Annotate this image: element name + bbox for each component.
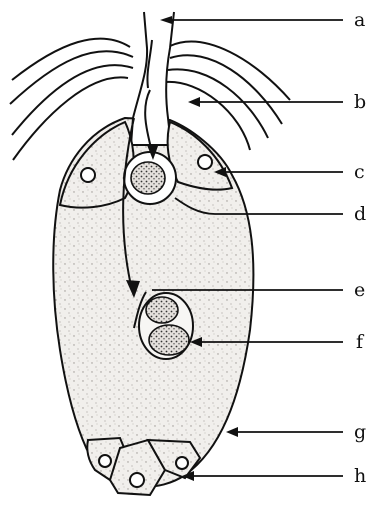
- secondary-nucleus: [139, 293, 193, 359]
- pollen-tube: [131, 12, 174, 145]
- antipodal-cells: [87, 438, 200, 495]
- label-h: h: [354, 465, 366, 487]
- label-c: c: [354, 161, 365, 183]
- label-f: f: [356, 331, 365, 353]
- label-b: b: [354, 91, 366, 113]
- egg-nucleus: [131, 162, 165, 194]
- label-a: a: [354, 9, 365, 31]
- label-g: g: [354, 421, 366, 443]
- label-e: e: [354, 279, 365, 301]
- label-d: d: [354, 203, 366, 225]
- synergid-right: [168, 122, 232, 190]
